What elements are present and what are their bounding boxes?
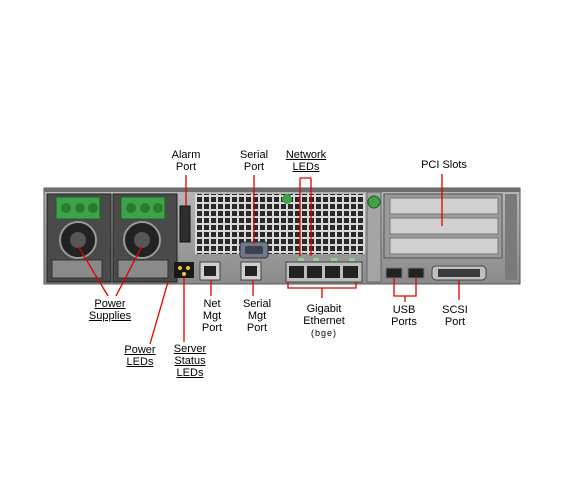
pci-slots-label: PCI Slots (421, 159, 467, 171)
server-status-leds (174, 262, 194, 278)
gigabit-ethernet-ports (285, 261, 363, 283)
callout-lines (77, 174, 460, 345)
serial-port-connector (239, 241, 269, 259)
scsi-port-connector (431, 265, 487, 281)
power-supply-2 (112, 193, 178, 283)
gigabit-ethernet-sublabel: (bge) (310, 328, 337, 338)
network-leds (298, 258, 355, 261)
serial-mgt-port-connector (240, 261, 262, 281)
net-mgt-port-connector (199, 261, 221, 281)
power-supply-1 (46, 193, 112, 283)
vent-grille (195, 194, 365, 254)
pci-slots (383, 193, 517, 280)
alarm-port-connector (179, 205, 191, 243)
